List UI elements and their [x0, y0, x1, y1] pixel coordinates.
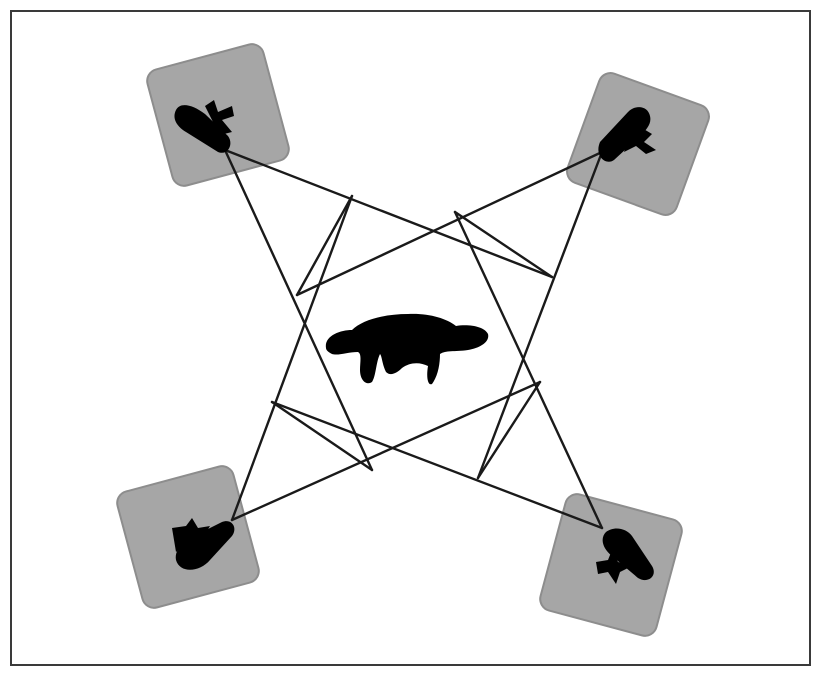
diagram-canvas	[0, 0, 814, 674]
diagram-figure	[0, 0, 814, 674]
